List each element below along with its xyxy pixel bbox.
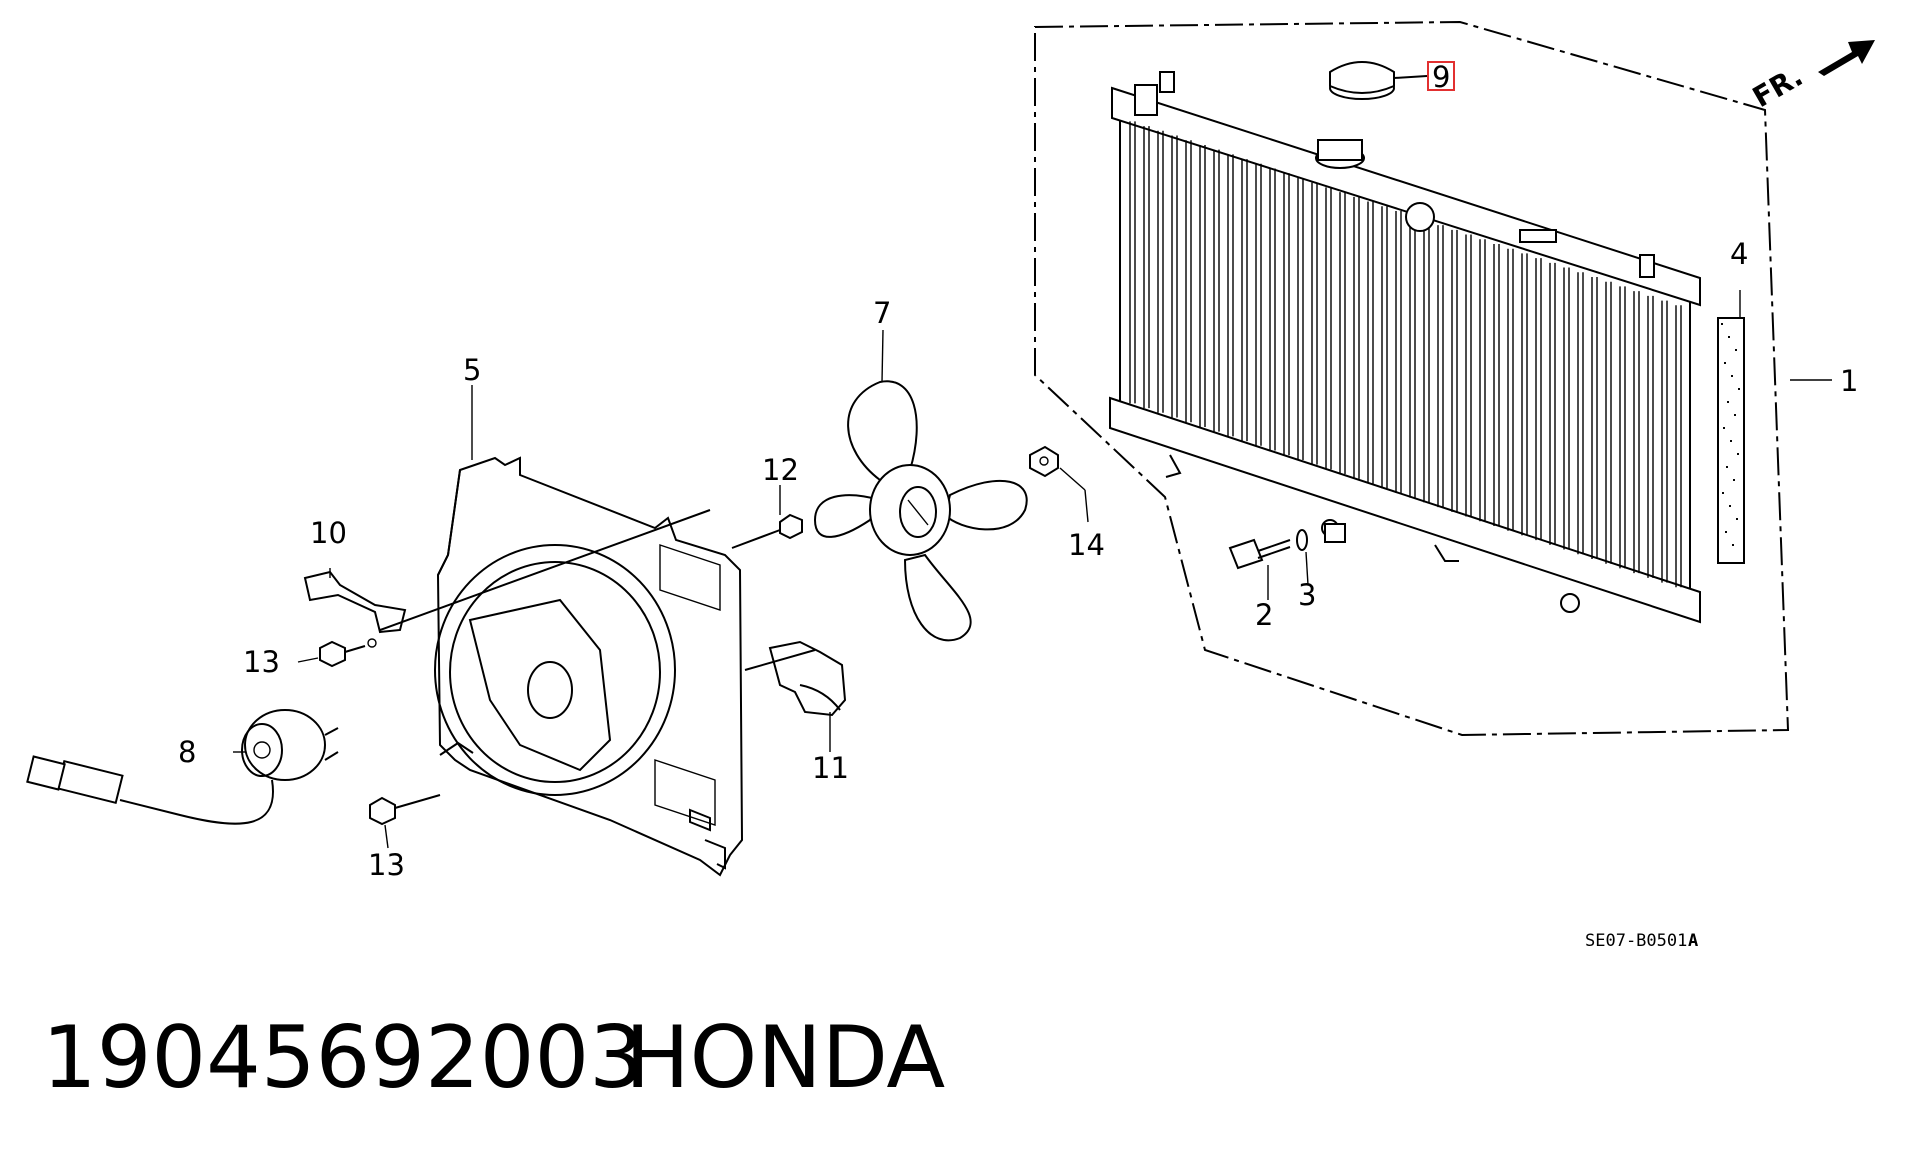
drain-plug (1228, 523, 1346, 570)
hose-clip (744, 640, 847, 717)
callout-5: 5 (463, 353, 481, 387)
drawing-revision: A (1688, 931, 1698, 951)
part-number: 19045692003 (42, 1008, 644, 1108)
leader-lines (233, 290, 1832, 849)
bracket (303, 509, 711, 648)
radiator-core (1109, 71, 1701, 624)
fan-blade (813, 380, 1028, 642)
callout-1: 1 (1840, 364, 1858, 398)
callout-9: 9 (1432, 60, 1450, 94)
nut (1029, 445, 1059, 478)
callout-14: 14 (1068, 528, 1105, 562)
brand-name: HONDA (625, 1008, 946, 1108)
fan-shroud (434, 456, 744, 877)
callout-4: 4 (1730, 237, 1748, 271)
callout-9-highlight (1427, 61, 1455, 91)
callout-3: 3 (1298, 578, 1316, 612)
drawing-code: SE07-B0501 (1585, 931, 1687, 951)
bolt-13-upper (319, 640, 366, 668)
callout-8: 8 (178, 735, 196, 769)
svg-text:FR.: FR. (1747, 60, 1808, 115)
bolt-12 (731, 513, 803, 549)
fan-motor (26, 709, 339, 825)
seal-strip (1717, 317, 1745, 564)
callout-13-lower: 13 (368, 848, 405, 882)
front-direction-arrow: FR. (1747, 40, 1875, 114)
callout-12: 12 (762, 453, 799, 487)
radiator-cap (1329, 61, 1428, 100)
assembly-boundary (1034, 20, 1790, 737)
callout-2: 2 (1255, 598, 1273, 632)
callout-7: 7 (873, 296, 891, 330)
callout-13-upper: 13 (243, 645, 280, 679)
bolt-13-lower (369, 794, 441, 826)
callout-11: 11 (812, 751, 849, 785)
callout-10: 10 (310, 516, 347, 550)
